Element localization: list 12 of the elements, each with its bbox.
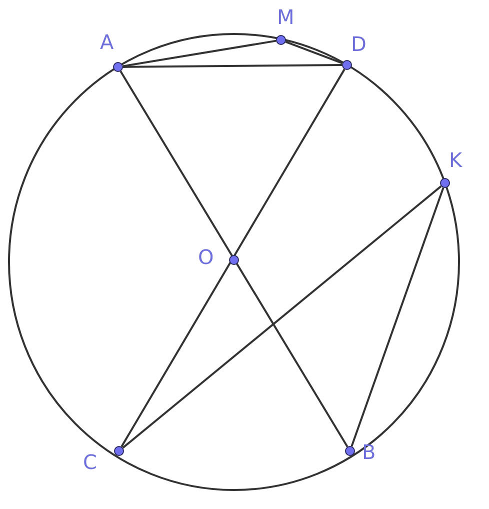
- point-label: A: [100, 31, 114, 53]
- point-label: B: [362, 441, 376, 463]
- line-segment: [122, 40, 276, 68]
- point-label: O: [198, 246, 214, 268]
- point-label: K: [449, 149, 462, 171]
- point-label: M: [277, 6, 294, 28]
- line-segment: [123, 64, 342, 68]
- point-label: D: [351, 33, 366, 55]
- line-segment: [350, 187, 444, 447]
- line-segment: [122, 185, 442, 449]
- line-segment: [285, 40, 343, 64]
- point-label: C: [83, 451, 97, 473]
